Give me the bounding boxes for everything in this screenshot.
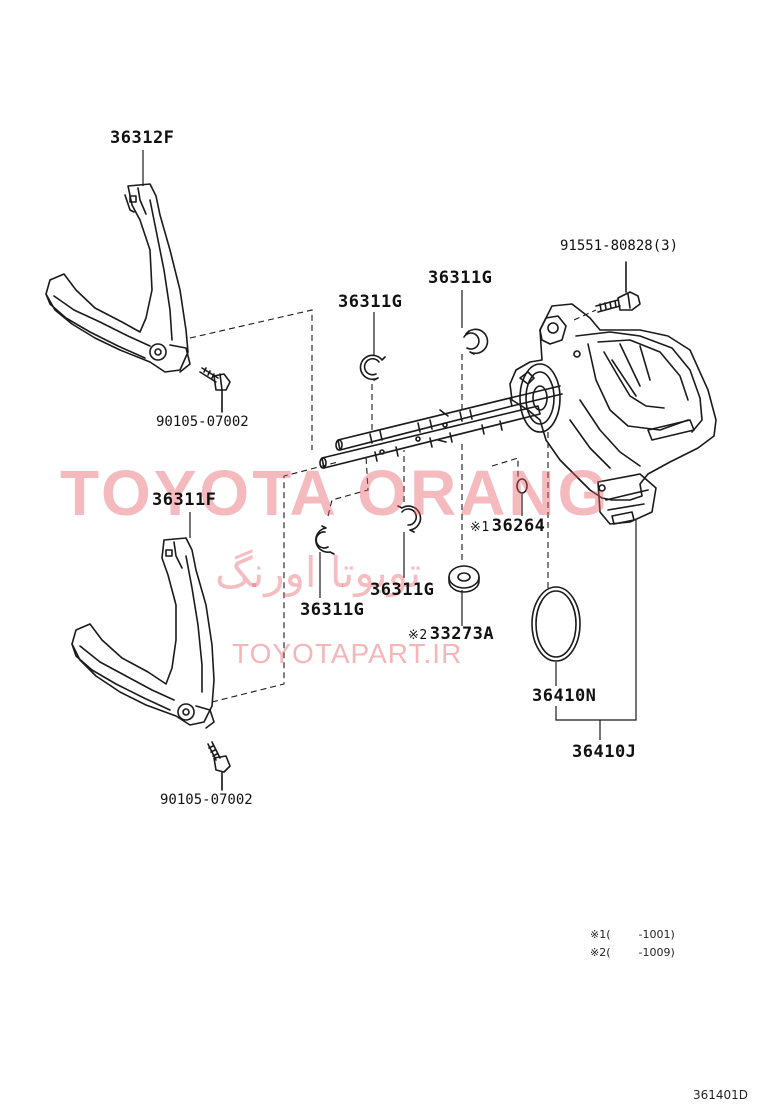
note-1-text: ( -1001)	[606, 928, 675, 941]
dashed-line-fork-upper	[189, 309, 313, 450]
note-row-1: ※1( -1001)	[590, 926, 675, 944]
dashed-line-actuator-bolt	[573, 309, 597, 321]
o-ring-large	[531, 586, 581, 662]
dashed-line-fork-lower	[211, 461, 339, 703]
bolt-lower	[207, 741, 231, 791]
watermark-persian: تویوتا اورنگ	[215, 548, 422, 597]
mark-1: ※1	[470, 520, 490, 535]
o-ring-small	[516, 478, 528, 494]
label-bolt-lower: 90105-07002	[160, 792, 253, 808]
label-o-ring-large: 36410N	[532, 686, 597, 706]
label-fork-lower: 36311F	[152, 490, 217, 510]
watermark-main: TOYOTA ORANG	[60, 457, 611, 529]
label-actuator-bolt: 91551-80828(3)	[560, 238, 679, 254]
dashed-line-o-ring-small	[491, 457, 519, 478]
shift-fork-lower	[71, 537, 215, 729]
shift-shafts	[319, 385, 563, 469]
note-row-2: ※2( -1009)	[590, 944, 675, 962]
snap-ring-bottom-left	[315, 525, 335, 555]
watermark-url: TOYOTAPART.IR	[232, 638, 463, 669]
actuator-bolt	[595, 261, 641, 313]
note-2-text: ( -1009)	[606, 946, 675, 959]
bolt-upper	[199, 367, 231, 413]
label-snap-ring-bottom-right: 36311G	[370, 580, 435, 600]
label-washer-number: 33273A	[429, 624, 495, 644]
snap-ring-top-left	[359, 354, 386, 381]
diagram-code: 361401D	[692, 1088, 748, 1102]
label-snap-ring-top-right: 36311G	[428, 268, 493, 288]
note-1-mark: ※1	[590, 928, 607, 941]
washer	[448, 565, 480, 593]
label-fork-upper: 36312F	[110, 128, 175, 148]
note-2-mark: ※2	[590, 946, 607, 959]
dashed-line-snap-bl	[327, 455, 369, 517]
label-snap-ring-bottom-left: 36311G	[300, 600, 365, 620]
mark-2: ※2	[408, 628, 428, 643]
snap-ring-top-right	[463, 328, 489, 355]
leader-actuator-assy	[555, 520, 637, 740]
label-actuator-assy: 36410J	[572, 742, 637, 762]
snap-ring-bottom-right	[397, 505, 422, 533]
label-snap-ring-top-left: 36311G	[338, 292, 403, 312]
shift-actuator	[509, 303, 717, 525]
applicability-notes: ※1( -1001) ※2( -1009)	[590, 926, 675, 962]
label-bolt-upper: 90105-07002	[156, 414, 249, 430]
label-o-ring-small-number: 36264	[491, 516, 546, 536]
shift-fork-upper	[45, 183, 191, 373]
